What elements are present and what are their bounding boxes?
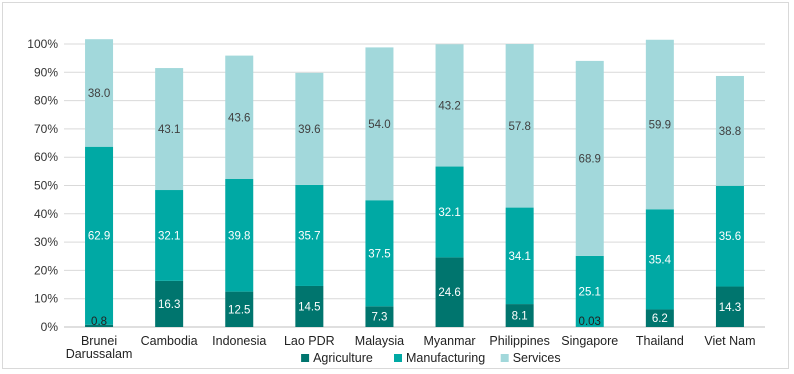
bar-segment-services: [85, 39, 114, 147]
y-tick-label: 10%: [34, 292, 58, 306]
bar-segment-services: [155, 68, 184, 191]
data-label: 32.1: [158, 230, 180, 242]
data-label: 68.9: [579, 153, 601, 165]
data-label: 35.6: [719, 231, 741, 243]
bar-segment-manufacturing: [715, 185, 744, 287]
data-label: 54.0: [368, 119, 390, 131]
data-label: 7.3: [371, 312, 387, 324]
bar-segment-manufacturing: [225, 178, 254, 292]
bar-segment-agriculture: [225, 291, 254, 327]
bar-segment-agriculture: [295, 285, 324, 327]
y-tick-label: 80%: [34, 94, 58, 108]
chart-frame: [2, 2, 789, 369]
bar-segment-manufacturing: [645, 209, 674, 310]
y-tick-label: 70%: [34, 122, 58, 136]
y-tick-label: 60%: [34, 150, 58, 164]
legend-label: Manufacturing: [406, 351, 485, 365]
bar-segment-manufacturing: [575, 255, 604, 327]
data-label: 43.1: [158, 124, 180, 136]
data-label: 62.9: [88, 231, 110, 243]
data-label: 0.03: [579, 316, 601, 328]
data-label: 25.1: [579, 286, 601, 298]
x-category-label: Philippines: [489, 334, 549, 348]
data-label: 38.0: [88, 88, 110, 100]
data-label: 59.9: [649, 120, 671, 132]
bar-segment-agriculture: [85, 324, 114, 327]
y-tick-label: 100%: [27, 37, 58, 51]
bar-segment-manufacturing: [365, 200, 394, 307]
data-label: 6.2: [652, 313, 668, 325]
data-label: 57.8: [508, 121, 530, 133]
bar-segment-manufacturing: [85, 146, 114, 325]
x-category-label: Cambodia: [141, 334, 198, 348]
data-label: 39.8: [228, 230, 250, 242]
data-label: 14.5: [298, 301, 320, 313]
bar-segment-services: [505, 44, 534, 208]
bar-segment-agriculture: [435, 257, 464, 327]
x-category-label: Malaysia: [355, 334, 404, 348]
bars: [85, 39, 744, 327]
data-label: 32.1: [438, 207, 460, 219]
x-category-label: Lao PDR: [284, 334, 335, 348]
data-label: 39.6: [298, 124, 320, 136]
legend-swatch-agriculture: [301, 354, 310, 362]
bar-segment-agriculture: [645, 309, 674, 327]
bar-segment-manufacturing: [295, 184, 324, 286]
data-label: 24.6: [438, 287, 460, 299]
data-label: 35.4: [649, 254, 672, 266]
bar-segment-manufacturing: [155, 190, 184, 281]
bar-segment-services: [295, 72, 324, 185]
bar-segment-manufacturing: [435, 166, 464, 258]
data-label: 43.6: [228, 112, 250, 124]
x-category-label: Singapore: [561, 334, 618, 348]
bar-segment-services: [715, 75, 744, 186]
data-label: 14.3: [719, 302, 741, 314]
data-label: 0.8: [91, 316, 107, 328]
data-label: 37.5: [368, 248, 390, 260]
bar-segment-agriculture: [155, 280, 184, 327]
legend-label: Agriculture: [313, 351, 373, 365]
bar-segment-agriculture: [505, 304, 534, 327]
bar-segment-services: [575, 60, 604, 256]
x-category-label: Thailand: [636, 334, 684, 348]
legend: Agriculture Manufacturing Services: [301, 351, 561, 365]
data-label: 12.5: [228, 304, 250, 316]
y-tick-label: 40%: [34, 207, 58, 221]
data-label: 38.8: [719, 126, 741, 138]
legend-swatch-manufacturing: [394, 354, 402, 362]
x-category-label: Indonesia: [212, 334, 266, 348]
bar-segment-services: [435, 44, 464, 167]
data-label: 16.3: [158, 299, 180, 311]
bar-segment-manufacturing: [505, 207, 534, 305]
bar-segment-services: [225, 55, 254, 179]
bar-segment-services: [645, 39, 674, 210]
y-tick-label: 20%: [34, 263, 58, 277]
legend-swatch-services: [500, 354, 509, 362]
legend-label: Services: [513, 351, 561, 365]
y-tick-label: 0%: [41, 320, 59, 334]
data-label: 35.7: [298, 230, 320, 242]
bar-segment-agriculture: [365, 306, 394, 327]
y-tick-label: 30%: [34, 235, 58, 249]
y-tick-label: 50%: [34, 179, 58, 193]
y-tick-label: 90%: [34, 65, 58, 79]
data-label: 34.1: [508, 251, 530, 263]
y-axis-ticks: 0% 10% 20% 30% 40% 50% 60% 70% 80% 90% 100%: [27, 37, 58, 334]
bar-segment-agriculture: [715, 286, 744, 327]
x-category-label: Myanmar: [424, 334, 476, 348]
bar-segment-services: [365, 47, 394, 201]
data-label: 43.2: [438, 100, 460, 112]
x-category-label: Viet Nam: [704, 334, 755, 348]
data-labels: 0.8 62.9 38.0 16.3 32.1 43.1 12.5 39.8 43.6 14.5 3…: [88, 88, 741, 328]
data-label: 8.1: [512, 311, 528, 323]
